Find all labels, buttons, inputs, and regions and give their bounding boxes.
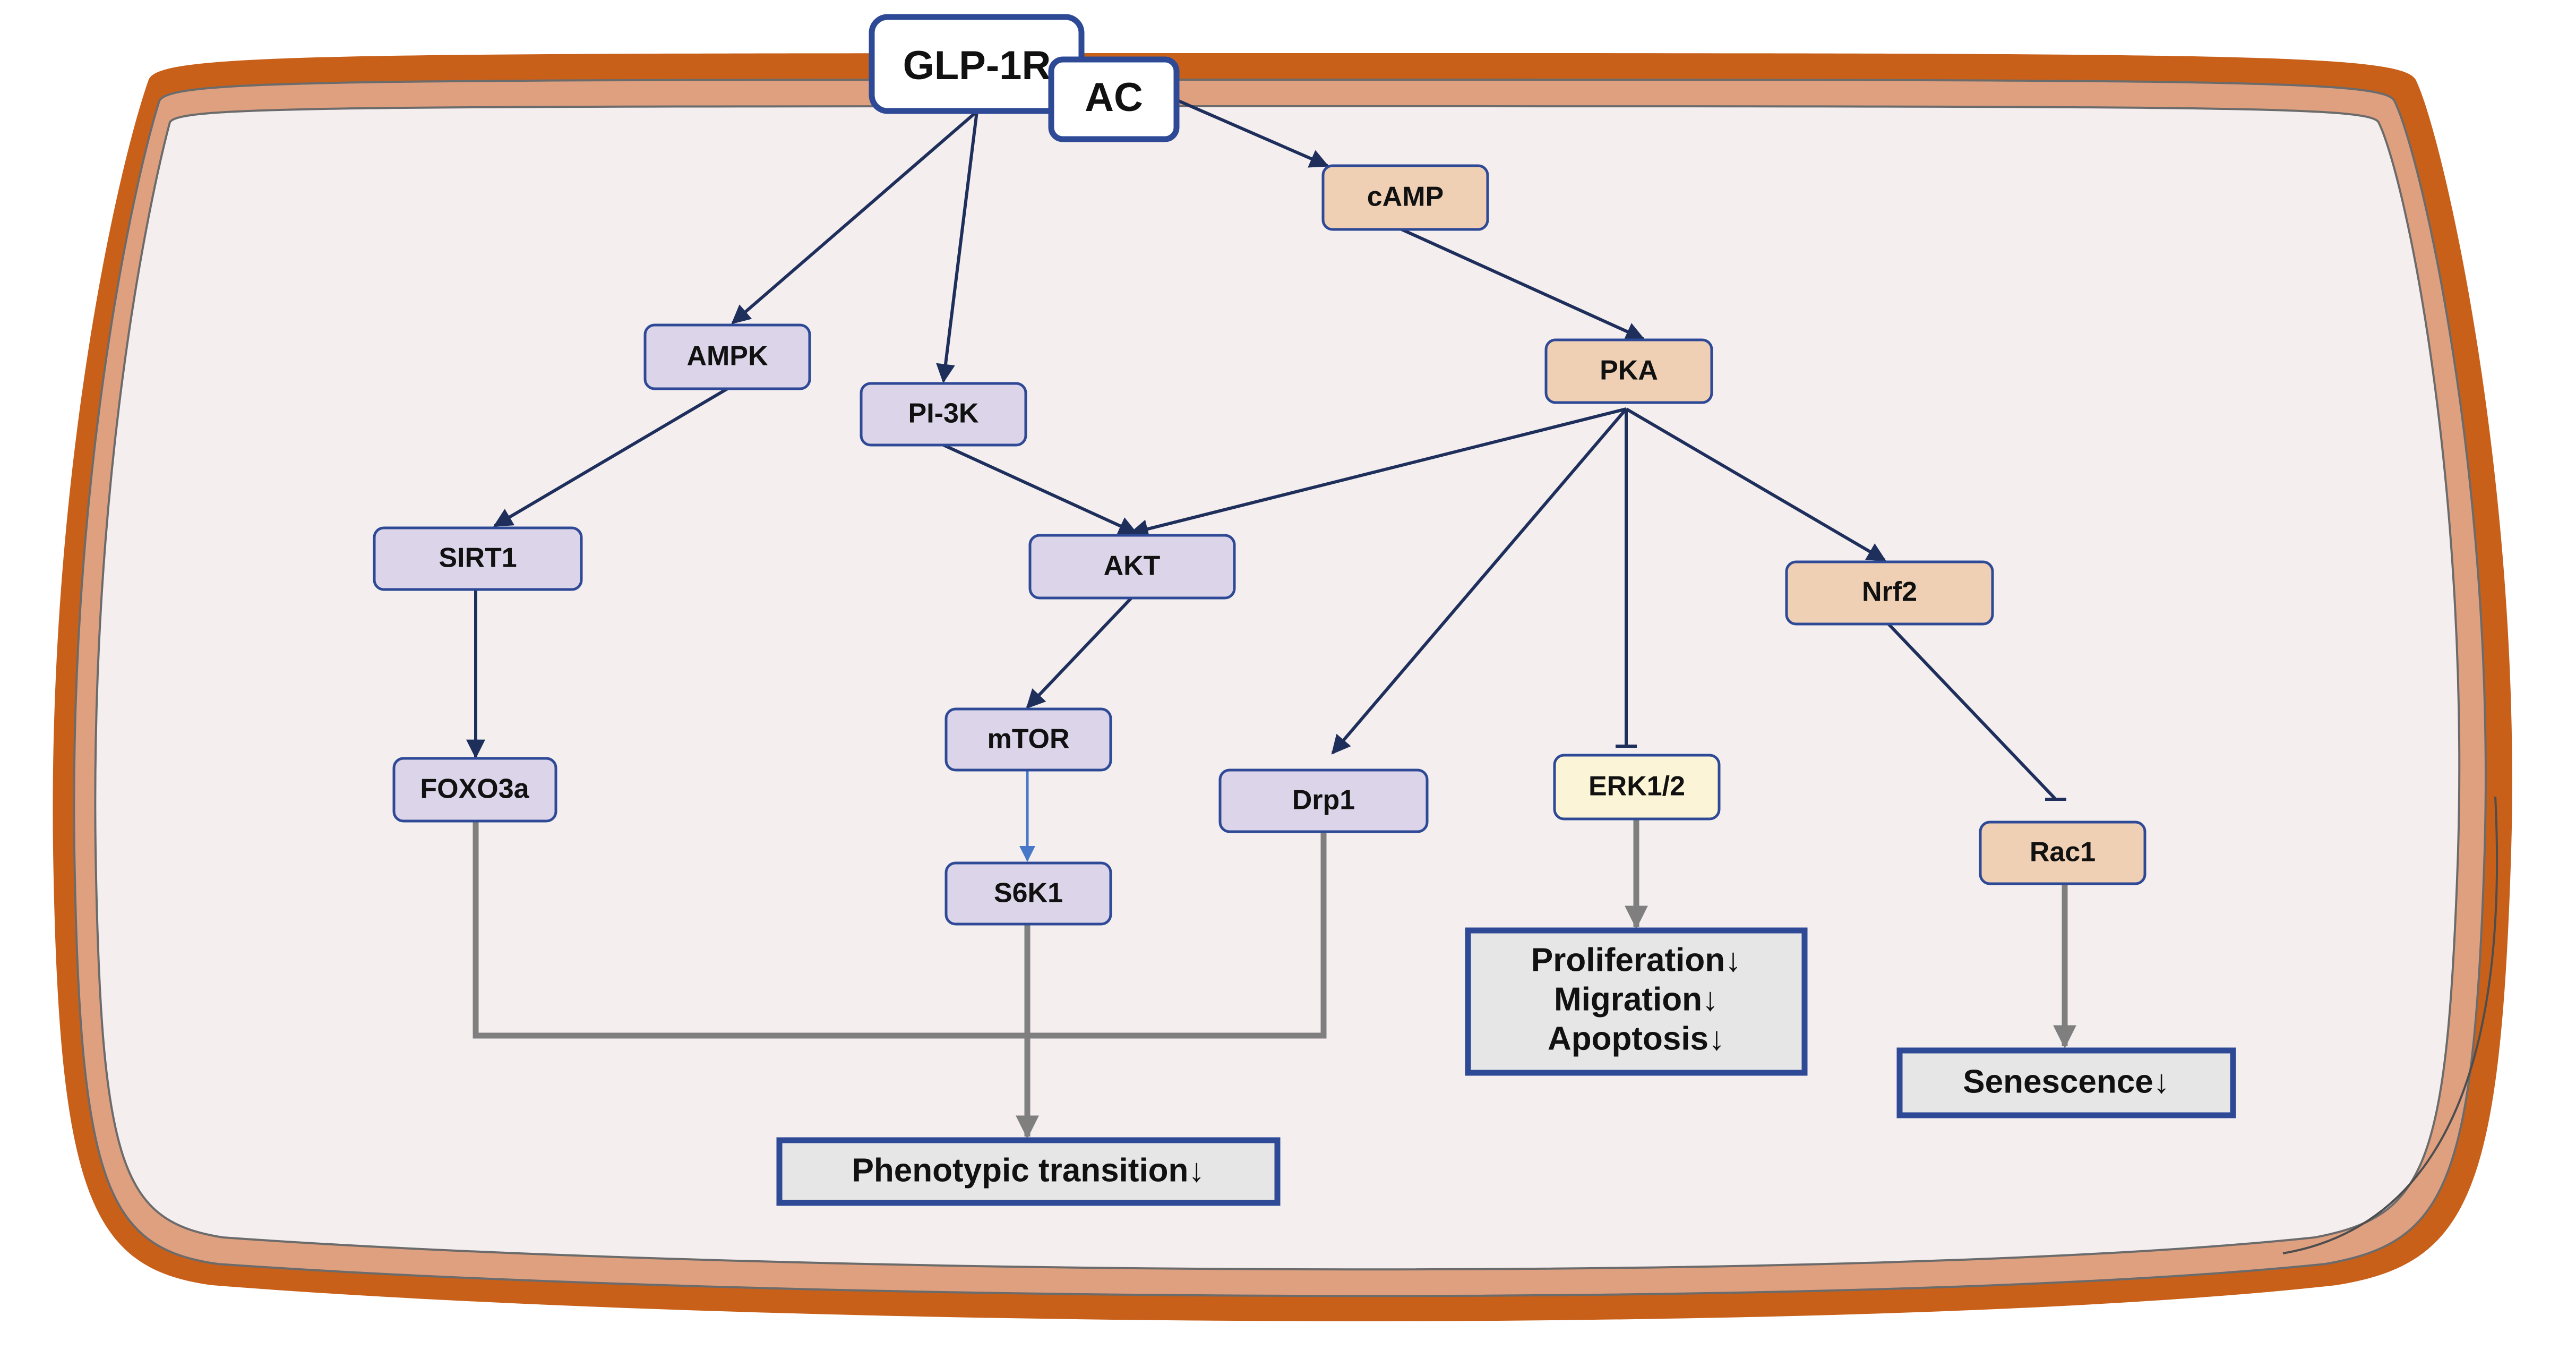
node-pi3k-label: PI-3K	[908, 398, 979, 429]
node-sirt1: SIRT1	[373, 526, 583, 591]
outcome-senescence: Senescence↓	[1896, 1047, 2236, 1118]
ac-receptor: AC	[1048, 56, 1180, 142]
node-drp1: Drp1	[1218, 768, 1429, 833]
ac-label: AC	[1085, 75, 1143, 120]
node-pka-label: PKA	[1600, 355, 1658, 386]
node-rac1-label: Rac1	[2030, 837, 2096, 868]
node-camp-label: cAMP	[1367, 182, 1444, 212]
arrow-pi3k-to-akt	[942, 443, 1138, 535]
glp1r-label: GLP-1R	[903, 43, 1051, 88]
connector-foxo3a-drp1	[473, 821, 1327, 1039]
node-akt: AKT	[1028, 534, 1236, 600]
node-camp: cAMP	[1321, 164, 1489, 231]
node-ampk-label: AMPK	[686, 341, 768, 372]
node-nrf2: Nrf2	[1785, 560, 1994, 626]
node-nrf2-label: Nrf2	[1862, 577, 1917, 608]
node-s6k1-label: S6K1	[994, 878, 1063, 909]
node-foxo3a-label: FOXO3a	[420, 774, 529, 805]
arrow-pka-to-akt	[1129, 407, 1627, 539]
arrow-ac-to-camp	[1178, 99, 1329, 168]
node-pka: PKA	[1544, 338, 1713, 404]
node-mtor: mTOR	[944, 707, 1112, 772]
node-erk12-label: ERK1/2	[1588, 771, 1685, 802]
node-erk12: ERK1/2	[1553, 754, 1721, 821]
outcome-phenotypic-transition-label: Phenotypic transition↓	[852, 1152, 1205, 1189]
arrow-camp-to-pka	[1401, 228, 1645, 341]
arrow-akt-to-mtor	[1026, 596, 1133, 709]
outcome-migration-label: Migration↓	[1554, 981, 1719, 1018]
inhibit-nrf2-to-rac1	[1887, 622, 2057, 801]
cell-interior	[94, 105, 2461, 1271]
node-rac1: Rac1	[1979, 821, 2146, 885]
node-ampk: AMPK	[643, 323, 811, 390]
outcome-proliferation-label: Proliferation↓	[1531, 942, 1741, 978]
arrow-ampk-to-sirt1	[493, 387, 728, 527]
outcome-apoptosis-label: Apoptosis↓	[1548, 1020, 1725, 1057]
node-drp1-label: Drp1	[1292, 785, 1355, 816]
arrow-pka-to-drp1	[1331, 408, 1628, 755]
cell-inner-membrane-curve	[2282, 796, 2498, 1254]
outcome-proliferation-migration-apoptosis: Proliferation↓ Migration↓ Apoptosis↓	[1465, 927, 1808, 1076]
arrow-pka-to-nrf2	[1625, 407, 1887, 562]
node-foxo3a: FOXO3a	[392, 757, 557, 823]
node-sirt1-label: SIRT1	[439, 543, 517, 574]
outcome-phenotypic-transition: Phenotypic transition↓	[776, 1137, 1281, 1206]
outcome-senescence-label: Senescence↓	[1963, 1063, 2169, 1100]
node-pi3k: PI-3K	[860, 382, 1027, 447]
node-mtor-label: mTOR	[987, 724, 1069, 755]
arrow-glp1r-to-pi3k	[936, 111, 978, 383]
node-s6k1: S6K1	[944, 861, 1112, 926]
arrow-glp1r-to-ampk	[731, 110, 978, 324]
node-akt-label: AKT	[1104, 551, 1161, 582]
